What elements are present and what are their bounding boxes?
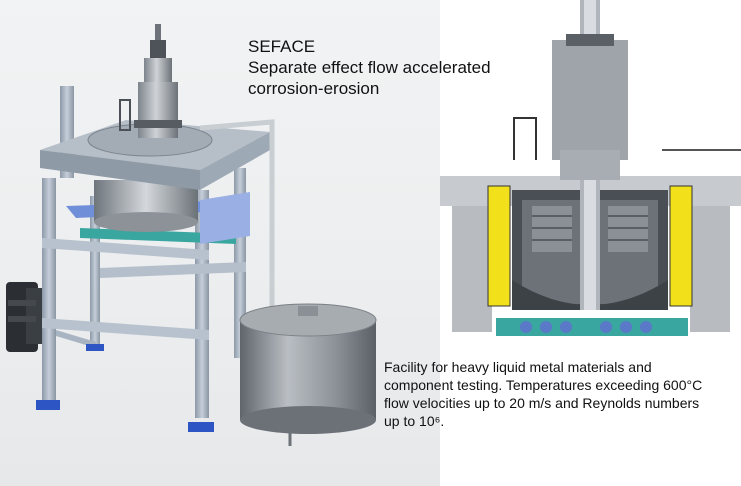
- storage-tank: [239, 303, 377, 446]
- facility-subtitle-line2: corrosion-erosion: [248, 79, 380, 98]
- cross-section-view: [440, 0, 741, 340]
- transfer-pipe: [199, 119, 275, 320]
- drive-column: [119, 24, 182, 138]
- title-block: SEFACE Separate effect flow accelerated …: [248, 36, 528, 99]
- facility-title: SEFACE: [248, 37, 316, 56]
- motor-unit: [6, 282, 44, 352]
- test-vessel: [94, 180, 198, 232]
- top-plate: [40, 120, 270, 190]
- facility-subtitle-line1: Separate effect flow accelerated: [248, 58, 491, 77]
- facility-description: Facility for heavy liquid metal material…: [384, 359, 703, 429]
